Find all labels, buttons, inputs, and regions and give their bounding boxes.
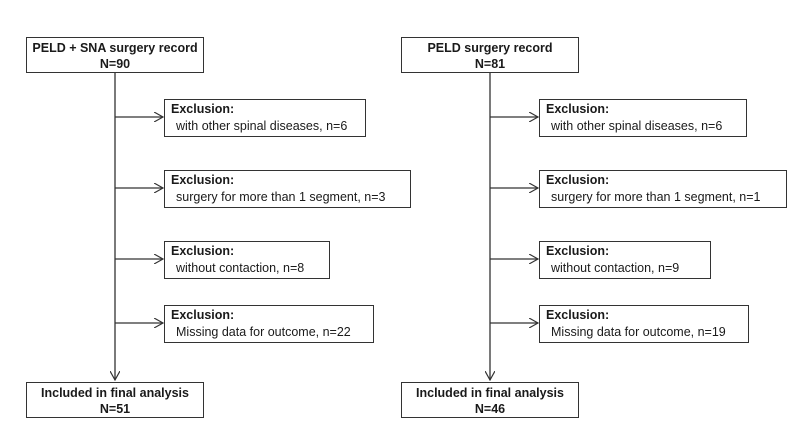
right-start-count: N=81	[474, 57, 506, 71]
left-exclusion-box-1: Exclusion: with other spinal diseases, n…	[164, 99, 366, 137]
exclusion-heading: Exclusion:	[171, 102, 235, 116]
left-final-count: N=51	[99, 402, 131, 416]
exclusion-heading: Exclusion:	[546, 102, 610, 116]
exclusion-detail: without contaction, n=8	[176, 261, 305, 275]
exclusion-detail: Missing data for outcome, n=22	[176, 325, 351, 339]
right-final-title: Included in final analysis	[416, 386, 564, 400]
exclusion-heading: Exclusion:	[171, 308, 235, 322]
right-exclusion-box-3: Exclusion: without contaction, n=9	[539, 241, 711, 279]
left-start-box: PELD + SNA surgery record N=90	[26, 37, 204, 73]
left-final-box: Included in final analysis N=51	[26, 382, 204, 418]
left-start-title: PELD + SNA surgery record	[32, 41, 198, 55]
exclusion-detail: with other spinal diseases, n=6	[551, 119, 723, 133]
right-start-box: PELD surgery record N=81	[401, 37, 579, 73]
exclusion-detail: surgery for more than 1 segment, n=1	[551, 190, 761, 204]
exclusion-detail: Missing data for outcome, n=19	[551, 325, 726, 339]
exclusion-heading: Exclusion:	[171, 173, 235, 187]
right-exclusion-box-1: Exclusion: with other spinal diseases, n…	[539, 99, 747, 137]
right-final-box: Included in final analysis N=46	[401, 382, 579, 418]
left-final-title: Included in final analysis	[41, 386, 189, 400]
exclusion-detail: without contaction, n=9	[551, 261, 680, 275]
exclusion-heading: Exclusion:	[546, 173, 610, 187]
right-exclusion-box-2: Exclusion: surgery for more than 1 segme…	[539, 170, 787, 208]
right-exclusion-box-4: Exclusion: Missing data for outcome, n=1…	[539, 305, 749, 343]
right-start-title: PELD surgery record	[427, 41, 553, 55]
exclusion-detail: with other spinal diseases, n=6	[176, 119, 348, 133]
left-start-count: N=90	[99, 57, 131, 71]
left-exclusion-box-2: Exclusion: surgery for more than 1 segme…	[164, 170, 411, 208]
exclusion-detail: surgery for more than 1 segment, n=3	[176, 190, 386, 204]
left-exclusion-box-4: Exclusion: Missing data for outcome, n=2…	[164, 305, 374, 343]
exclusion-heading: Exclusion:	[546, 244, 610, 258]
right-final-count: N=46	[474, 402, 506, 416]
left-exclusion-box-3: Exclusion: without contaction, n=8	[164, 241, 330, 279]
exclusion-heading: Exclusion:	[171, 244, 235, 258]
exclusion-heading: Exclusion:	[546, 308, 610, 322]
